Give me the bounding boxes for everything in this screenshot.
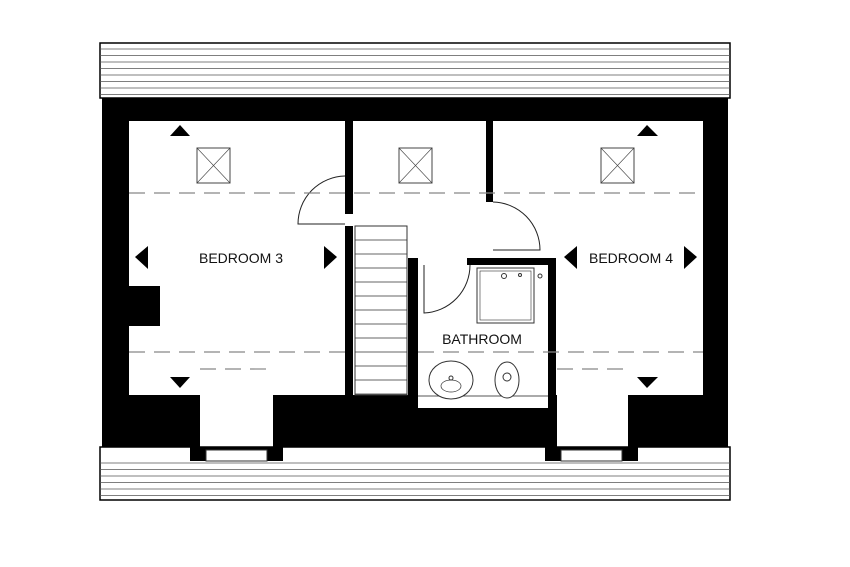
skylight-icon <box>398 147 433 184</box>
staircase <box>354 225 408 396</box>
skylight-icon <box>600 147 635 184</box>
room-label-bedroom-3: BEDROOM 3 <box>199 250 283 266</box>
right-dormer <box>557 369 628 449</box>
landing-gap <box>486 202 493 262</box>
dormer-window-left <box>205 449 268 462</box>
arrow-down-icon <box>170 377 190 388</box>
ceiling-height-lines <box>129 192 703 370</box>
chimney-breast <box>129 286 160 326</box>
shower-tray-icon <box>476 267 543 324</box>
arrow-left-icon <box>564 246 577 269</box>
door-bedroom-4 <box>492 201 541 251</box>
door-bathroom <box>423 264 471 314</box>
left-dormer <box>200 369 273 449</box>
wall-stairs <box>345 226 353 395</box>
roof-bottom <box>99 446 731 501</box>
roof-top <box>99 42 731 99</box>
room-label-bedroom-4: BEDROOM 4 <box>589 250 673 266</box>
room-label-bathroom: BATHROOM <box>442 331 522 347</box>
skylights <box>196 147 635 184</box>
dimension-arrows <box>135 125 697 388</box>
landing-floor-ext <box>345 214 493 226</box>
wall-bathroom-left <box>408 258 418 408</box>
toilet-icon <box>494 361 520 399</box>
rooms <box>129 121 703 449</box>
wall-bed3-landing <box>345 121 353 214</box>
wall-bathroom-right <box>548 258 556 408</box>
washbasin-icon <box>428 360 474 400</box>
dormer-window-right <box>560 449 623 462</box>
bathroom-fixtures <box>428 267 543 400</box>
bedroom-3-floor <box>129 121 345 395</box>
arrow-up-icon <box>637 125 658 136</box>
arrow-right-icon <box>324 246 337 269</box>
arrow-down-icon <box>637 377 658 388</box>
wall-landing-bed4 <box>486 121 493 202</box>
arrow-right-icon <box>684 246 697 269</box>
arrow-left-icon <box>135 246 148 269</box>
arrow-up-icon <box>170 125 190 136</box>
skylight-icon <box>196 147 231 184</box>
wall-bathroom-top <box>467 258 555 265</box>
